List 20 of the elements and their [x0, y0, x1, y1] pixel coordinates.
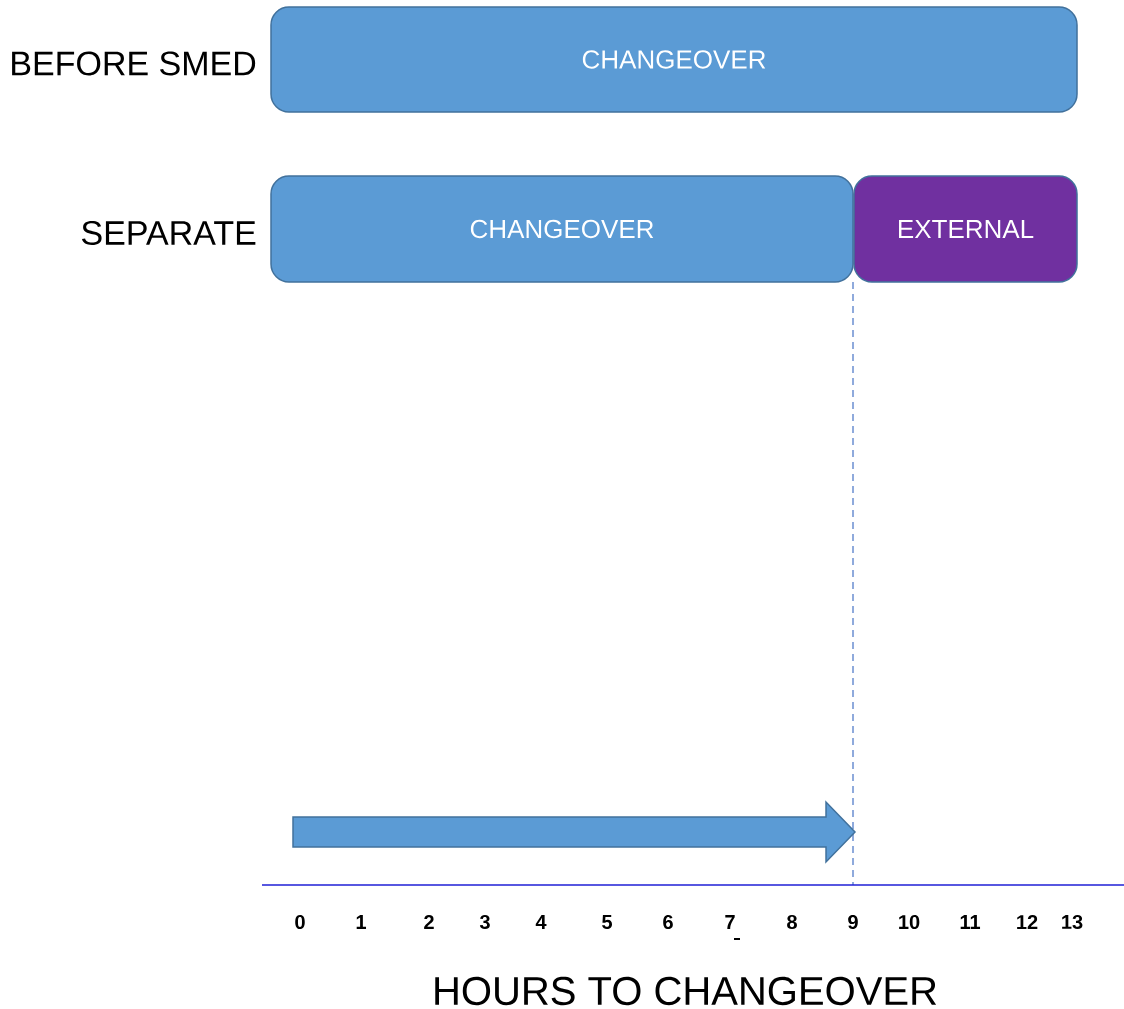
- tick-label: 0: [295, 914, 305, 930]
- tick-label: 4: [535, 915, 547, 929]
- tick-label: 6: [663, 914, 673, 930]
- row-label: SEPARATE: [82, 220, 256, 245]
- tick-label: 11: [960, 915, 981, 929]
- bar: CHANGEOVER: [270, 175, 854, 283]
- row-label: BEFORE SMED: [12, 51, 256, 76]
- tick-label: 9: [848, 914, 858, 930]
- tick-label: 5: [602, 915, 612, 929]
- axis-title: HOURS TO CHANGEOVER: [435, 976, 937, 1006]
- tick-label: 7: [725, 915, 735, 929]
- bar: EXTERNAL: [853, 175, 1078, 283]
- tick-label: 12: [1017, 915, 1038, 929]
- tick-label: 2: [424, 915, 434, 929]
- tick-label: 10: [899, 914, 920, 930]
- tick-label: 3: [479, 914, 490, 930]
- bar: CHANGEOVER: [270, 6, 1078, 113]
- tick-label: 1: [356, 915, 366, 929]
- tick-label: 13: [1062, 914, 1083, 930]
- tick-label: 8: [787, 914, 797, 930]
